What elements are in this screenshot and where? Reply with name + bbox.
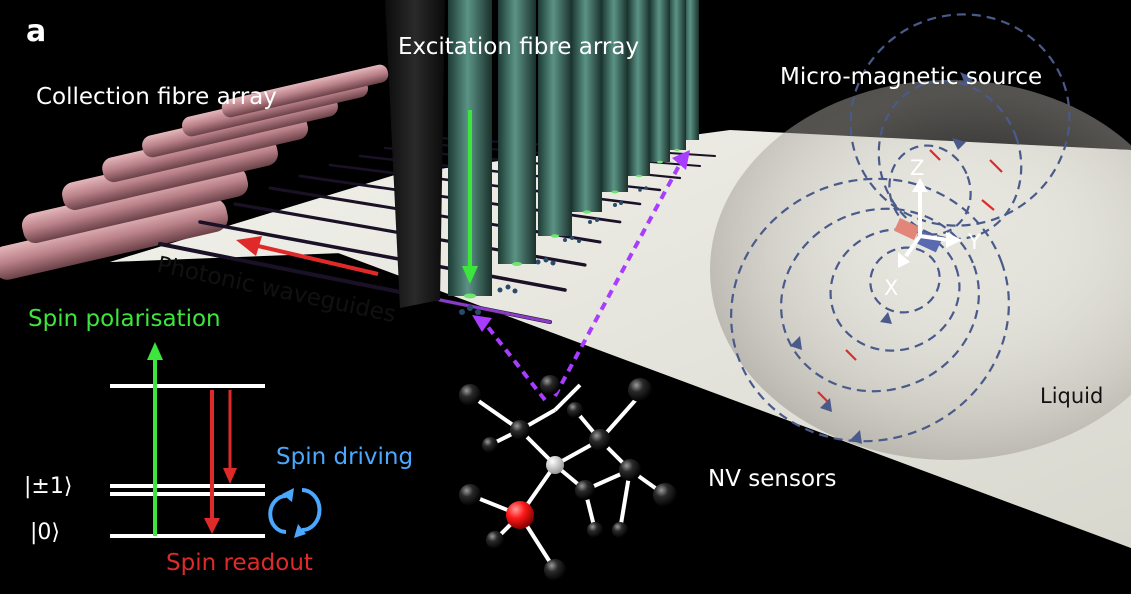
panel-label: a	[26, 14, 47, 49]
excitation-fibre-label: Excitation fibre array	[398, 34, 640, 60]
state-0-label: |0⟩	[30, 520, 60, 545]
coordinate-axes	[898, 178, 962, 268]
liquid-label: Liquid	[1040, 384, 1104, 408]
axis-z-label: Z	[910, 156, 925, 180]
nv-molecule-atoms	[459, 375, 677, 581]
nv-link-dashed-lines	[482, 161, 683, 402]
spin-driving-label: Spin driving	[276, 444, 414, 470]
axis-x-label: X	[884, 276, 899, 300]
collection-fibre-array	[0, 64, 389, 280]
axis-y-label: Y	[968, 230, 981, 254]
energy-level-diagram	[110, 342, 265, 538]
micro-magnetic-label: Micro-magnetic source	[780, 64, 1043, 90]
fibre-holder-block	[385, 0, 445, 308]
spin-polarisation-label: Spin polarisation	[28, 306, 221, 332]
state-pm1-label: |±1⟩	[24, 474, 73, 499]
collection-arrow	[257, 244, 379, 276]
field-red-segments	[817, 149, 1003, 403]
spin-driving-cycle-icon	[268, 488, 322, 534]
spin-readout-label: Spin readout	[166, 550, 313, 576]
field-direction-arrows	[790, 72, 974, 444]
collection-fibre-label: Collection fibre array	[36, 84, 277, 110]
liquid-droplet	[710, 80, 1131, 460]
nv-sensor-dots	[459, 186, 648, 315]
nv-sensors-label: NV sensors	[708, 466, 837, 492]
